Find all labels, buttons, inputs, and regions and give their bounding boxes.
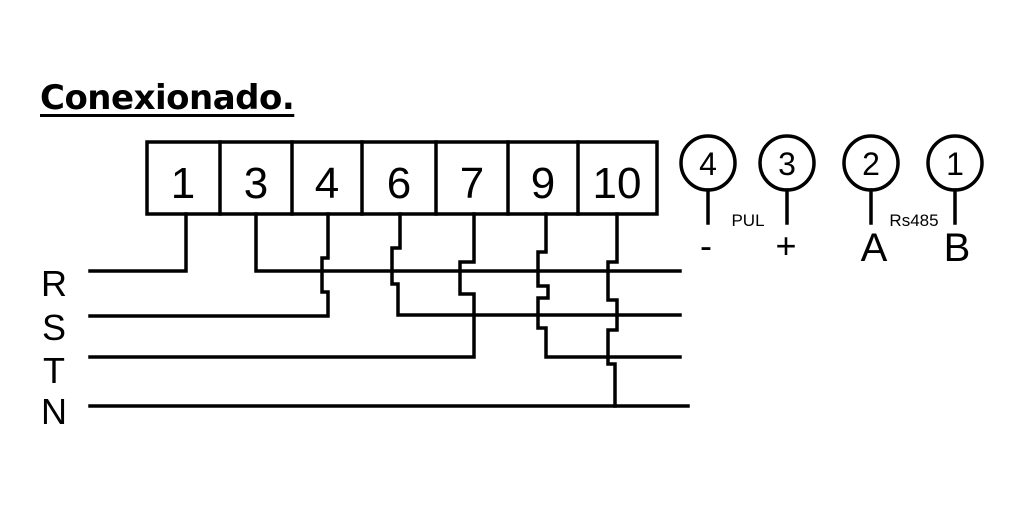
pulse-group-label: PUL [731,211,764,230]
aux-terminal-number: 4 [699,146,717,182]
terminal-label: 7 [460,159,484,208]
wire-t-to-terminal-7 [88,212,476,359]
terminal-label: 10 [593,159,642,208]
terminal-block-frame [145,140,659,216]
aux-terminal-polarity: + [775,225,796,266]
terminal-label: 1 [171,159,195,208]
wire-s-to-terminal-4 [88,212,330,318]
wiring [88,212,690,408]
aux-terminals: 4 3 2 1 PUL Rs485 - + A B [679,134,984,270]
wire-r-to-terminal-1 [88,212,188,273]
wire-terminal-9-to-t-out [536,212,682,359]
terminal-label: 9 [531,159,555,208]
line-label-s: S [42,307,66,348]
rs485-group-label: Rs485 [889,211,938,230]
aux-terminal-polarity: - [700,225,712,266]
line-label-n: N [41,391,67,432]
wire-terminal-10-to-n [606,212,619,408]
line-label-r: R [41,263,67,304]
terminal-label: 3 [244,159,268,208]
terminal-label: 6 [387,159,411,208]
line-labels: R S T N [41,263,67,432]
aux-terminal-number: 2 [862,146,880,182]
aux-terminal-number: 1 [946,146,964,182]
diagram-title: Conexionado. [40,78,295,118]
terminal-label: 4 [315,159,339,208]
wire-terminal-6-to-s-out [390,212,682,317]
aux-terminal-number: 3 [778,146,796,182]
aux-terminal-polarity: A [861,226,888,270]
aux-terminal-polarity: B [944,226,971,270]
terminal-block: 1 3 4 6 7 9 10 [145,140,659,216]
line-label-t: T [43,350,65,391]
